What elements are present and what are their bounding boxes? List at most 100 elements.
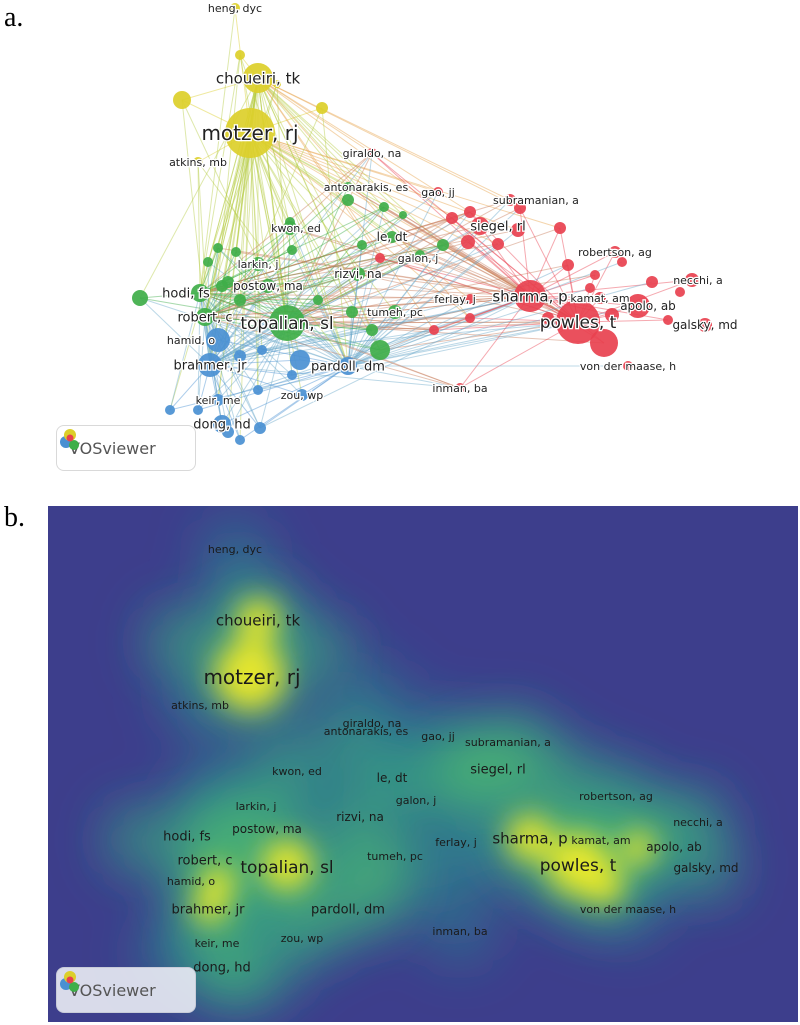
network-node-keir-me[interactable] xyxy=(212,394,224,406)
network-label[interactable]: motzer, rj xyxy=(200,120,300,147)
network-node[interactable] xyxy=(366,324,378,336)
network-node-powles-t[interactable] xyxy=(556,300,600,344)
density-label[interactable]: galon, j xyxy=(396,794,437,807)
network-label[interactable]: apolo, ab xyxy=(619,298,677,315)
network-node-antonarakis-es[interactable] xyxy=(343,182,353,192)
network-node[interactable] xyxy=(399,211,407,219)
density-label[interactable]: robert, c xyxy=(177,854,232,869)
network-label[interactable]: le, dt xyxy=(375,229,408,246)
network-node-siegel-rl[interactable] xyxy=(471,217,489,235)
network-label[interactable]: galon, j xyxy=(396,251,439,267)
network-label[interactable]: dong, hd xyxy=(192,416,252,434)
network-node[interactable] xyxy=(313,295,323,305)
network-label[interactable]: necchi, a xyxy=(672,273,724,289)
density-label[interactable]: antonarakis, es xyxy=(324,725,409,738)
network-label[interactable]: galsky, md xyxy=(671,317,739,334)
network-node-apolo-ab[interactable] xyxy=(626,294,650,318)
density-label[interactable]: rizvi, na xyxy=(336,810,384,824)
network-node[interactable] xyxy=(357,240,367,250)
network-node-zou-wp[interactable] xyxy=(296,389,308,401)
density-label[interactable]: postow, ma xyxy=(232,822,302,836)
network-node[interactable] xyxy=(203,257,213,267)
network-node[interactable] xyxy=(429,325,439,335)
network-node[interactable] xyxy=(231,247,241,257)
network-node[interactable] xyxy=(663,315,673,325)
network-label[interactable]: inman, ba xyxy=(431,381,489,397)
network-label[interactable]: keir, me xyxy=(194,393,242,409)
network-label[interactable]: powles, t xyxy=(538,312,617,335)
density-label[interactable]: powles, t xyxy=(540,856,617,876)
network-node[interactable] xyxy=(316,102,328,114)
network-label[interactable]: zou, wp xyxy=(280,388,325,404)
network-label[interactable]: ferlay, j xyxy=(433,292,477,308)
network-node[interactable] xyxy=(646,276,658,288)
network-label[interactable]: robertson, ag xyxy=(577,245,653,261)
network-node[interactable] xyxy=(287,370,297,380)
network-node[interactable] xyxy=(492,238,504,250)
network-node-tumeh-pc[interactable] xyxy=(388,305,402,319)
vosviewer-logo-button[interactable]: VOSviewer xyxy=(56,967,196,1013)
network-label[interactable]: hamid, o xyxy=(166,333,217,349)
density-label[interactable]: zou, wp xyxy=(281,932,323,945)
network-node[interactable] xyxy=(235,50,245,60)
network-node[interactable] xyxy=(590,270,600,280)
network-node-brahmer-jr[interactable] xyxy=(198,353,222,377)
network-label[interactable]: tumeh, pc xyxy=(366,305,424,321)
network-node-choueiri-tk[interactable] xyxy=(243,63,273,93)
network-node[interactable] xyxy=(585,283,595,293)
density-label[interactable]: robertson, ag xyxy=(579,790,653,803)
network-node-robert-c[interactable] xyxy=(196,308,214,326)
network-node[interactable] xyxy=(562,259,574,271)
network-label[interactable]: sharma, p xyxy=(491,286,569,307)
density-label[interactable]: heng, dyc xyxy=(208,543,262,556)
network-label[interactable]: brahmer, jr xyxy=(172,357,248,375)
network-node-larkin-j[interactable] xyxy=(251,257,265,271)
network-node[interactable] xyxy=(193,405,203,415)
density-label[interactable]: keir, me xyxy=(195,937,240,950)
network-node[interactable] xyxy=(342,194,354,206)
network-label[interactable]: von der maase, h xyxy=(579,359,678,375)
density-label[interactable]: subramanian, a xyxy=(465,736,551,749)
network-node[interactable] xyxy=(464,206,476,218)
network-node[interactable] xyxy=(590,329,618,357)
network-node[interactable] xyxy=(542,312,554,324)
network-node-ferlay-j[interactable] xyxy=(465,294,475,304)
density-label[interactable]: hodi, fs xyxy=(163,830,211,845)
network-node[interactable] xyxy=(285,217,295,227)
network-label[interactable]: rizvi, na xyxy=(333,266,383,283)
network-label[interactable]: heng, dyc xyxy=(207,1,264,17)
network-node[interactable] xyxy=(465,313,475,323)
density-label[interactable]: topalian, sl xyxy=(240,858,333,878)
network-node-motzer-rj[interactable] xyxy=(225,108,275,158)
density-label[interactable]: apolo, ab xyxy=(646,840,702,854)
network-node[interactable] xyxy=(253,385,263,395)
network-node-atkins-mb[interactable] xyxy=(193,157,203,167)
network-node[interactable] xyxy=(370,340,390,360)
density-label[interactable]: necchi, a xyxy=(673,816,723,829)
network-node-kamat-am[interactable] xyxy=(594,292,606,304)
network-node-hamid-o[interactable] xyxy=(206,328,230,352)
network-node[interactable] xyxy=(222,426,234,438)
network-label[interactable]: choueiri, tk xyxy=(215,68,302,89)
network-node[interactable] xyxy=(605,308,619,322)
network-node[interactable] xyxy=(446,212,458,224)
network-node-heng-dyc[interactable] xyxy=(230,3,240,13)
density-label[interactable]: inman, ba xyxy=(432,925,487,938)
network-node-inman-ba[interactable] xyxy=(455,383,465,393)
network-node-le-dt[interactable] xyxy=(386,231,398,243)
network-label[interactable]: larkin, j xyxy=(236,257,279,273)
network-node[interactable] xyxy=(554,222,566,234)
density-label[interactable]: siegel, rl xyxy=(470,763,525,778)
network-label[interactable]: topalian, sl xyxy=(239,313,335,336)
network-node[interactable] xyxy=(273,80,281,88)
network-node-giraldo-na[interactable] xyxy=(367,148,377,158)
network-node-necchi-a[interactable] xyxy=(685,273,699,287)
network-label[interactable]: siegel, rl xyxy=(469,218,527,236)
network-node[interactable] xyxy=(235,435,245,445)
network-node[interactable] xyxy=(415,250,425,260)
density-label[interactable]: larkin, j xyxy=(236,800,277,813)
density-label[interactable]: brahmer, jr xyxy=(171,903,245,918)
network-node[interactable] xyxy=(437,239,449,251)
network-label[interactable]: giraldo, na xyxy=(341,146,402,162)
